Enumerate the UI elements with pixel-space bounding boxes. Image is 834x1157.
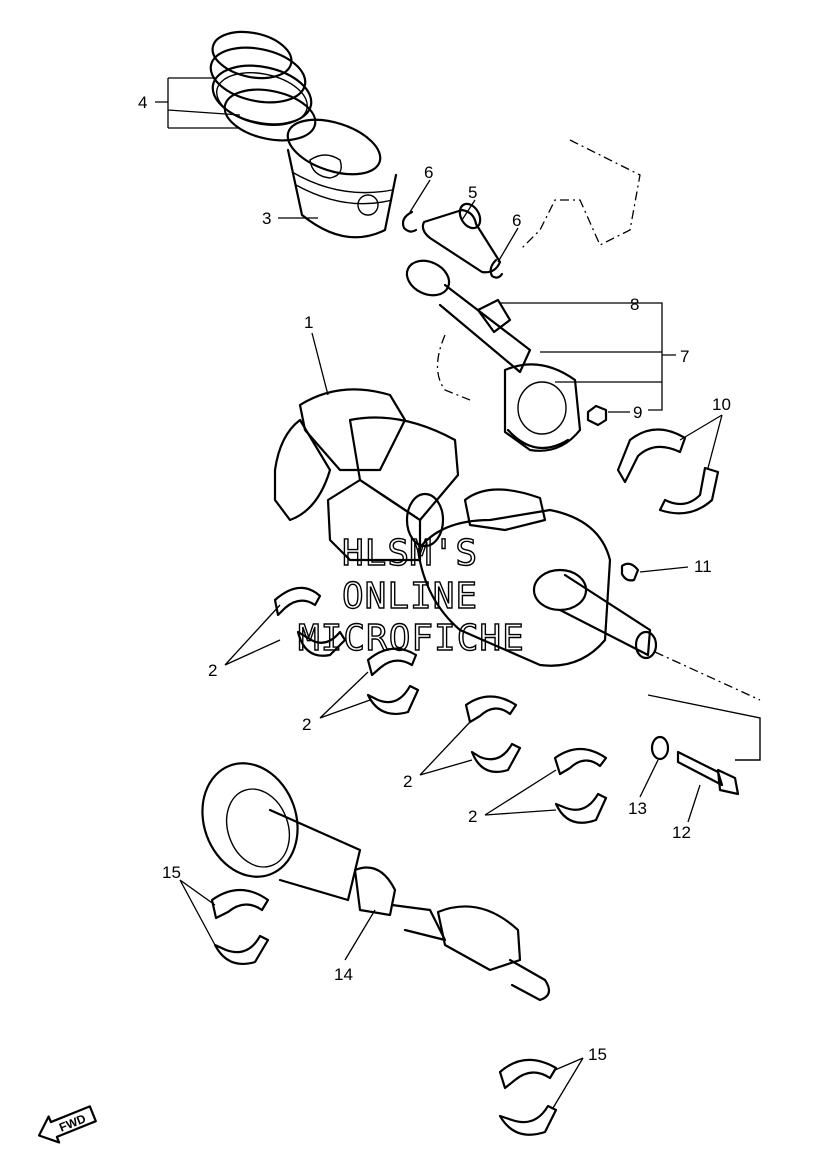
watermark-line-1: HLSM'S xyxy=(342,533,478,574)
crankshaft-drawing xyxy=(273,388,761,701)
callout-2-c: 2 xyxy=(403,772,412,791)
balancer-bearings-drawing xyxy=(210,889,558,1136)
callout-7: 7 xyxy=(680,347,689,366)
big-end-bearing-drawing xyxy=(616,428,720,515)
callout-3: 3 xyxy=(262,209,271,228)
connecting-rod-drawing xyxy=(405,139,641,452)
callout-13: 13 xyxy=(628,799,647,818)
main-bearings-drawing xyxy=(273,586,608,824)
callout-11: 11 xyxy=(694,557,712,576)
callout-2-b: 2 xyxy=(302,715,311,734)
callout-9: 9 xyxy=(633,403,642,422)
callout-4: 4 xyxy=(138,93,147,112)
callout-6-right: 6 xyxy=(512,211,521,230)
piston-drawing xyxy=(286,118,398,239)
callout-5: 5 xyxy=(468,183,477,202)
callout-10: 10 xyxy=(712,395,731,414)
fwd-arrow: FWD xyxy=(37,1105,97,1144)
callout-6-left: 6 xyxy=(424,163,433,182)
callout-8: 8 xyxy=(630,295,639,314)
watermark: HLSM'S ONLINE MICROFICHE xyxy=(297,532,525,659)
leader-lines xyxy=(155,77,723,1109)
rod-nut-drawing xyxy=(586,404,608,427)
piston-rings-drawing xyxy=(209,30,317,142)
callout-14: 14 xyxy=(334,965,353,984)
callout-12: 12 xyxy=(672,823,691,842)
watermark-line-3: MICROFICHE xyxy=(298,618,525,659)
callout-1: 1 xyxy=(304,313,313,332)
watermark-line-2: ONLINE xyxy=(342,576,478,617)
crank-bolt-drawing xyxy=(647,694,761,796)
fwd-arrow-icon xyxy=(37,1105,97,1144)
woodruff-key-drawing xyxy=(620,562,640,582)
balancer-shaft-drawing xyxy=(201,762,551,1002)
callout-labels: 4 3 6 5 6 8 7 9 10 1 11 2 2 2 2 13 12 15… xyxy=(138,93,731,1064)
callout-2-d: 2 xyxy=(468,807,477,826)
callout-15-left: 15 xyxy=(162,863,181,882)
callout-15-bottom: 15 xyxy=(588,1045,607,1064)
piston-pin-drawing xyxy=(401,202,504,279)
callout-2-a: 2 xyxy=(208,661,217,680)
